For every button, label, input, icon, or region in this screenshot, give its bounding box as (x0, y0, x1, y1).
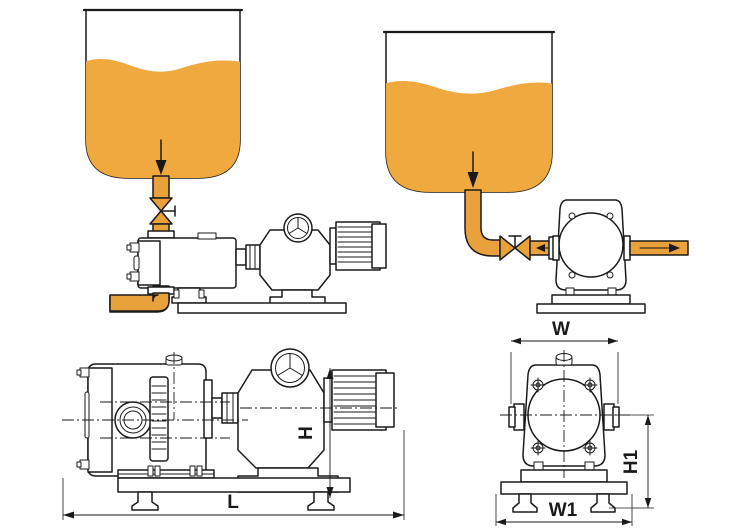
outlet-elbow-pipe-left (109, 292, 170, 313)
inlet-pipe-left (152, 175, 170, 199)
butterfly-valve-left[interactable] (149, 197, 176, 225)
motor-cooling-fins-left (337, 226, 373, 263)
view-installation-front (382, 30, 689, 314)
elbow-pipe-right (464, 189, 501, 257)
dimension-W1: W1 (495, 494, 633, 526)
base-plate-dim (117, 477, 351, 511)
tank-outlet-arrow-left (155, 139, 167, 175)
storage-tank-left (82, 8, 244, 179)
discharge-pipe-right (623, 235, 689, 261)
dimension-label-H: H (296, 426, 317, 440)
base-plate-left (177, 302, 347, 314)
pump-head-dim (76, 354, 215, 479)
leveling-foot (512, 493, 538, 513)
inlet-flange-right (552, 235, 560, 261)
motor-fins-dim (333, 375, 377, 425)
pump-gearbox-coupling-left (235, 244, 261, 270)
electric-motor-left (329, 221, 387, 271)
dimension-label-H1: H1 (621, 449, 642, 474)
tank-liquid-left (86, 59, 240, 178)
dimension-H: H (296, 368, 334, 498)
leveling-foot (307, 491, 335, 511)
butterfly-valve-right[interactable] (499, 235, 531, 261)
gearbox-dim (237, 348, 339, 493)
pump-body-front-right (555, 199, 627, 291)
dimension-label-W1: W1 (549, 500, 578, 521)
dimension-label-L: L (227, 492, 239, 513)
dimension-L: L (62, 430, 405, 520)
center-lines-side (62, 352, 400, 439)
corner-bolt (582, 440, 598, 456)
leveling-foot (131, 491, 159, 511)
gearbox-left (259, 213, 331, 306)
pump-head-left (126, 232, 237, 304)
view-dimension-front: W W1 H1 (495, 319, 654, 526)
coupling-dim (211, 392, 239, 424)
leveling-foot (590, 493, 616, 513)
motor-dim (323, 369, 395, 431)
corner-bolt (530, 377, 546, 393)
dimension-W: W (510, 319, 619, 404)
discharge-flow-arrow (639, 243, 680, 253)
dimension-label-W: W (552, 319, 570, 340)
gearbox-handwheel-left[interactable] (283, 213, 313, 243)
base-plate-front-dim (500, 461, 628, 513)
corner-bolt (582, 377, 598, 393)
dimension-H1: H1 (609, 414, 654, 509)
view-dimension-side: H L (62, 348, 405, 520)
corner-bolt (530, 440, 546, 456)
view-installation-side (82, 8, 387, 314)
storage-tank-right (382, 30, 556, 193)
center-lines-front (500, 350, 630, 478)
tank-liquid-right (386, 81, 552, 192)
gearbox-handwheel-dim[interactable] (270, 348, 310, 388)
base-plate-right (536, 287, 646, 314)
rib-lines (151, 385, 167, 450)
tank-outlet-arrow-right (467, 151, 479, 188)
